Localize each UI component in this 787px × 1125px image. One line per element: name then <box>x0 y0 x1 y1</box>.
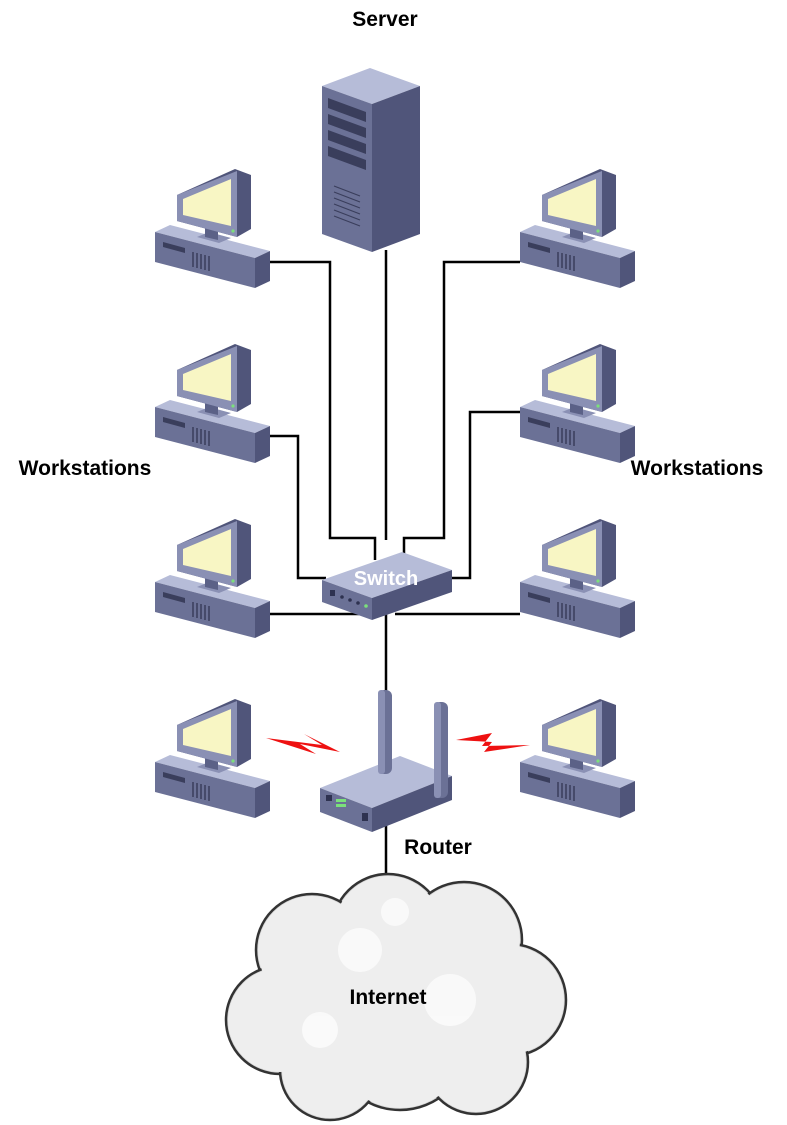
internet-label: Internet <box>349 986 426 1009</box>
desktop-computer-icon <box>519 343 636 464</box>
network-switch-icon <box>322 552 452 620</box>
cloud-icon <box>224 872 568 1122</box>
lightning-bolt-icon <box>266 734 340 754</box>
workstations-right-label: Workstations <box>631 457 764 480</box>
server-label: Server <box>352 8 417 31</box>
desktop-computer-icon <box>519 168 636 289</box>
workstations-right <box>519 168 636 819</box>
router-label: Router <box>404 836 472 859</box>
wireless-router-icon <box>320 690 452 832</box>
desktop-computer-icon <box>519 518 636 639</box>
desktop-computer-icon <box>154 698 271 819</box>
desktop-computer-icon <box>154 518 271 639</box>
switch-label: Switch <box>354 568 418 590</box>
network-cables <box>270 250 520 890</box>
lightning-bolt-icon <box>456 733 530 752</box>
desktop-computer-icon <box>154 168 271 289</box>
workstations-left <box>154 168 271 819</box>
desktop-computer-icon <box>154 343 271 464</box>
server-tower-icon <box>322 68 420 252</box>
desktop-computer-icon <box>519 698 636 819</box>
workstations-left-label: Workstations <box>19 457 152 480</box>
